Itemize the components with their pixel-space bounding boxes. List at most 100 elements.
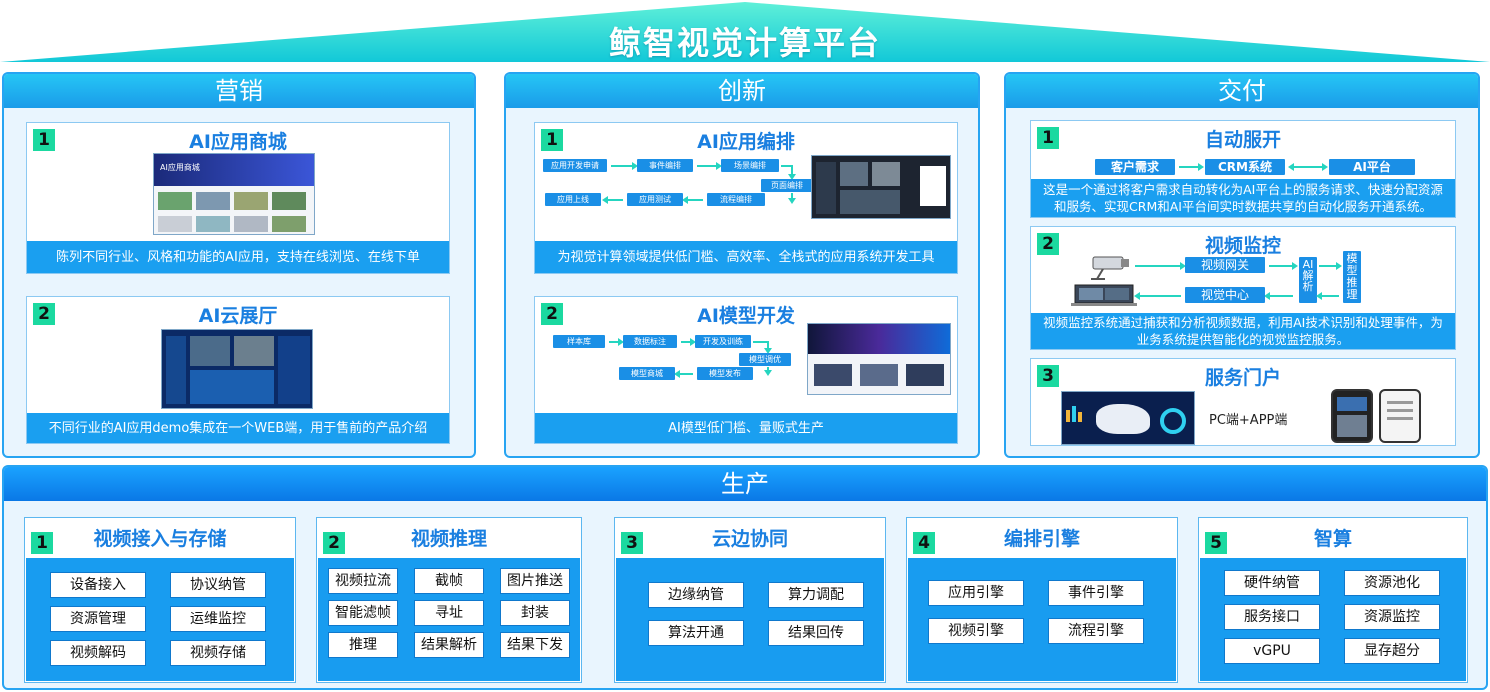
chip-app-engine[interactable]: 应用引擎 <box>928 580 1024 606</box>
chip-compute-allocation[interactable]: 算力调配 <box>768 582 864 608</box>
monitor-icon <box>1071 284 1137 306</box>
module-body: 边缘纳管 算力调配 算法开通 结果回传 <box>616 558 884 681</box>
chip-resource-management[interactable]: 资源管理 <box>50 606 146 632</box>
card-caption: 视频监控系统通过捕获和分析视频数据，利用AI技术识别和处理事件，为业务系统提供智… <box>1031 313 1455 349</box>
flow-step-customer-demand: 客户需求 <box>1095 159 1175 175</box>
flow-step: 模型商城 <box>619 367 675 380</box>
chip-video-storage[interactable]: 视频存储 <box>170 640 266 666</box>
pc-portal-screenshot <box>1061 391 1195 445</box>
chip-edge-management[interactable]: 边缘纳管 <box>648 582 744 608</box>
chip-result-parsing[interactable]: 结果解析 <box>414 632 484 658</box>
chip-service-interface[interactable]: 服务接口 <box>1224 604 1320 630</box>
module-title: 云边协同 <box>711 528 788 550</box>
card-caption: 为视觉计算领域提供低门槛、高效率、全栈式的应用系统开发工具 <box>535 241 957 273</box>
chip-resource-monitoring[interactable]: 资源监控 <box>1344 604 1440 630</box>
video-surveillance-card[interactable]: 2 视频监控 视频网关 AI解析 模型推理 视觉中心 视频监控系统通过捕获和分析… <box>1030 226 1456 350</box>
module-title: 编排引擎 <box>1003 528 1080 550</box>
card-title: AI应用商城 <box>189 131 287 153</box>
chip-hardware-management[interactable]: 硬件纳管 <box>1224 570 1320 596</box>
module-body: 设备接入 协议纳管 资源管理 运维监控 视频解码 视频存储 <box>26 558 294 681</box>
module-body: 应用引擎 事件引擎 视频引擎 流程引擎 <box>908 558 1176 681</box>
orchestration-screenshot <box>811 155 951 219</box>
module-video-inference[interactable]: 2 视频推理 视频拉流 截帧 图片推送 智能滤帧 寻址 封装 推理 结果解析 结… <box>316 517 582 683</box>
innovation-header: 创新 <box>506 74 978 108</box>
roof-banner <box>0 2 1490 62</box>
flow-step-ai-platform: AI平台 <box>1329 159 1415 175</box>
card-number: 3 <box>1037 365 1059 387</box>
app-phone-screenshot <box>1331 389 1373 443</box>
flow-step: 页面编排 <box>761 179 813 192</box>
flow-step: 模型发布 <box>697 367 753 380</box>
production-panel: 生产 1 视频接入与存储 设备接入 协议纳管 资源管理 运维监控 视频解码 视频… <box>2 465 1488 690</box>
card-caption: 不同行业的AI应用demo集成在一个WEB端，用于售前的产品介绍 <box>27 413 449 443</box>
card-title: AI模型开发 <box>697 305 795 327</box>
chip-protocol-management[interactable]: 协议纳管 <box>170 572 266 598</box>
module-title: 视频接入与存储 <box>93 528 227 550</box>
module-number: 2 <box>323 532 345 554</box>
flow-step: 场景编排 <box>721 159 779 172</box>
module-cloud-edge-collaboration[interactable]: 3 云边协同 边缘纳管 算力调配 算法开通 结果回传 <box>614 517 886 683</box>
chip-video-decode[interactable]: 视频解码 <box>50 640 146 666</box>
chip-vram-oversubscription[interactable]: 显存超分 <box>1344 638 1440 664</box>
flow-step: 样本库 <box>553 335 605 348</box>
chip-smart-frame-filter[interactable]: 智能滤帧 <box>328 600 398 626</box>
module-body: 视频拉流 截帧 图片推送 智能滤帧 寻址 封装 推理 结果解析 结果下发 <box>318 558 580 681</box>
ai-cloud-showroom-card[interactable]: 2 AI云展厅 不同行业的AI应用demo集成在一个WEB端，用于售前的产品介绍 <box>26 296 450 444</box>
chip-result-return[interactable]: 结果回传 <box>768 620 864 646</box>
flow-step: 数据标注 <box>623 335 677 348</box>
card-title: AI云展厅 <box>198 305 278 327</box>
marketing-panel: 营销 1 AI应用商城 AI应用商城 陈列不同行业、风格和功能的AI应用，支持在… <box>2 72 476 458</box>
chip-inference[interactable]: 推理 <box>328 632 398 658</box>
chip-frame-capture[interactable]: 截帧 <box>414 568 484 594</box>
card-number: 1 <box>33 129 55 151</box>
flow-step: 应用测试 <box>627 193 683 206</box>
delivery-panel: 交付 1 自动服开 客户需求 CRM系统 AI平台 这是一个通过将客户需求自动转… <box>1004 72 1480 458</box>
chip-image-push[interactable]: 图片推送 <box>500 568 570 594</box>
flow-step: 应用上线 <box>545 193 601 206</box>
marketing-header: 营销 <box>4 74 474 108</box>
module-number: 5 <box>1205 532 1227 554</box>
card-title: 自动服开 <box>1204 129 1281 151</box>
auto-provisioning-card[interactable]: 1 自动服开 客户需求 CRM系统 AI平台 这是一个通过将客户需求自动转化为A… <box>1030 120 1456 218</box>
chip-video-pull[interactable]: 视频拉流 <box>328 568 398 594</box>
chip-resource-pooling[interactable]: 资源池化 <box>1344 570 1440 596</box>
card-title: 服务门户 <box>1204 367 1281 389</box>
card-title: 视频监控 <box>1204 235 1281 257</box>
chip-video-engine[interactable]: 视频引擎 <box>928 618 1024 644</box>
card-number: 2 <box>33 303 55 325</box>
module-video-access-storage[interactable]: 1 视频接入与存储 设备接入 协议纳管 资源管理 运维监控 视频解码 视频存储 <box>24 517 296 683</box>
model-dev-screenshot <box>807 323 951 395</box>
flow-step: 模型调优 <box>739 353 791 366</box>
chip-result-dispatch[interactable]: 结果下发 <box>500 632 570 658</box>
card-number: 2 <box>1037 233 1059 255</box>
card-number: 1 <box>541 129 563 151</box>
chip-vgpu[interactable]: vGPU <box>1224 638 1320 664</box>
module-number: 1 <box>31 532 53 554</box>
card-number: 1 <box>1037 127 1059 149</box>
card-number: 2 <box>541 303 563 325</box>
chip-event-engine[interactable]: 事件引擎 <box>1048 580 1144 606</box>
ai-app-orchestration-card[interactable]: 1 AI应用编排 应用开发申请 事件编排 场景编排 页面编排 流程编排 应用测试… <box>534 122 958 274</box>
card-title: AI应用编排 <box>697 131 795 153</box>
module-orchestration-engine[interactable]: 4 编排引擎 应用引擎 事件引擎 视频引擎 流程引擎 <box>906 517 1178 683</box>
app-store-screenshot: AI应用商城 <box>153 153 315 235</box>
chip-process-engine[interactable]: 流程引擎 <box>1048 618 1144 644</box>
module-body: 硬件纳管 资源池化 服务接口 资源监控 vGPU 显存超分 <box>1200 558 1466 681</box>
flow-step-video-gateway: 视频网关 <box>1185 257 1265 273</box>
flow-step-ai-parse: AI解析 <box>1299 257 1317 303</box>
screenshot-banner-label: AI应用商城 <box>160 163 200 172</box>
chip-packaging[interactable]: 封装 <box>500 600 570 626</box>
flow-step-crm-system: CRM系统 <box>1205 159 1285 175</box>
ai-app-store-card[interactable]: 1 AI应用商城 AI应用商城 陈列不同行业、风格和功能的AI应用，支持在线浏览… <box>26 122 450 274</box>
ai-model-development-card[interactable]: 2 AI模型开发 样本库 数据标注 开发及训练 模型调优 模型发布 模型商城 A… <box>534 296 958 444</box>
chip-ops-monitoring[interactable]: 运维监控 <box>170 606 266 632</box>
module-number: 4 <box>913 532 935 554</box>
portal-platforms-label: PC端+APP端 <box>1209 413 1288 428</box>
service-portal-card[interactable]: 3 服务门户 PC端+APP端 <box>1030 358 1456 446</box>
module-intelligent-computing[interactable]: 5 智算 硬件纳管 资源池化 服务接口 资源监控 vGPU 显存超分 <box>1198 517 1468 683</box>
chip-algorithm-activation[interactable]: 算法开通 <box>648 620 744 646</box>
chip-device-access[interactable]: 设备接入 <box>50 572 146 598</box>
chip-addressing[interactable]: 寻址 <box>414 600 484 626</box>
flow-step: 流程编排 <box>707 193 765 206</box>
module-title: 智算 <box>1313 528 1352 550</box>
